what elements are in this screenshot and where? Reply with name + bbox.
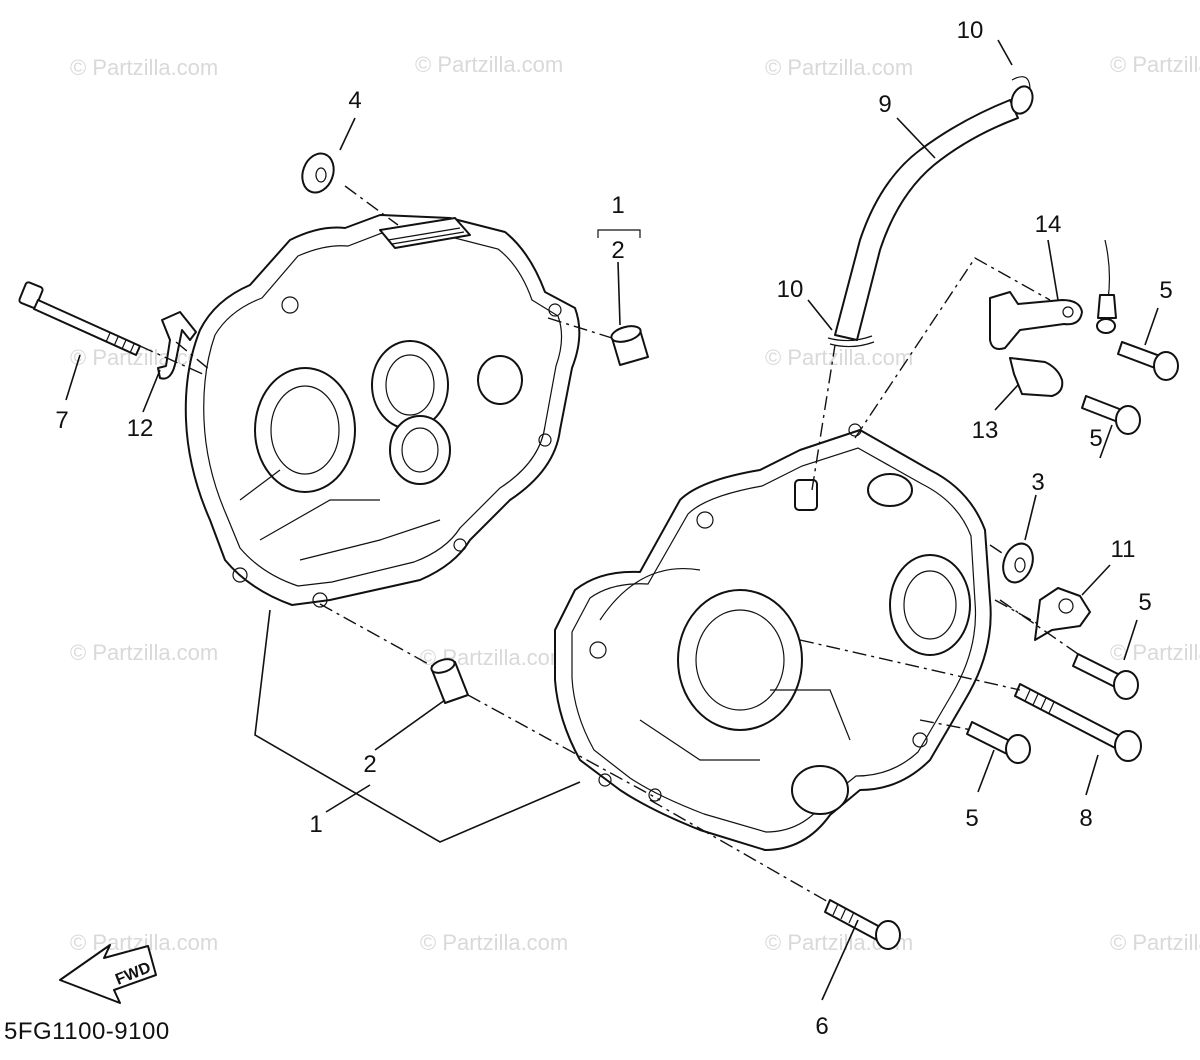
callout-13: 13 — [972, 417, 999, 444]
watermark: © Partzilla.com — [765, 55, 913, 80]
bolt-7 — [18, 281, 141, 356]
callout-labels: 4 1 2 10 9 10 14 5 13 5 3 11 5 5 8 6 7 1… — [55, 17, 1172, 1040]
callout-5-b: 5 — [1089, 425, 1102, 452]
callout-10-upper: 10 — [957, 17, 984, 44]
diagram-code: 5FG1100-9100 — [4, 1018, 170, 1045]
callout-2-lower: 2 — [363, 751, 376, 778]
watermark: © Partzilla.com — [420, 930, 568, 955]
callout-7: 7 — [55, 407, 68, 434]
watermark: © Partzilla.com — [70, 55, 218, 80]
watermark: © Partzilla.com — [765, 345, 913, 370]
callout-3: 3 — [1031, 469, 1044, 496]
callout-8: 8 — [1079, 805, 1092, 832]
crankcase-left-half — [184, 214, 581, 608]
clamp-12 — [157, 311, 197, 380]
clamp-13 — [1009, 357, 1064, 397]
dowel-pin-upper — [610, 325, 649, 366]
callout-12: 12 — [127, 415, 154, 442]
watermark: © Partzilla.com — [1110, 640, 1200, 665]
wire-terminal — [1096, 239, 1117, 334]
bolt-5-d — [966, 721, 1031, 764]
callout-2-upper: 2 — [611, 237, 624, 264]
callout-5-d: 5 — [965, 805, 978, 832]
bracket-14-hole — [1062, 306, 1074, 318]
watermark: © Partzilla.com — [1110, 52, 1200, 77]
callout-1-lower: 1 — [309, 811, 322, 838]
callout-5-c: 5 — [1138, 589, 1151, 616]
crankcase-right-half — [554, 423, 992, 851]
washer-3 — [1002, 542, 1034, 584]
callout-10-lower: 10 — [777, 276, 804, 303]
washer-4 — [301, 152, 335, 194]
callout-5-a: 5 — [1159, 277, 1172, 304]
dowel-pin-lower — [430, 658, 469, 704]
bolt-6 — [824, 899, 901, 950]
plate-11 — [1034, 587, 1091, 641]
callout-6: 6 — [815, 1013, 828, 1040]
leader-lines — [65, 39, 1159, 1001]
watermark-layer: © Partzilla.com © Partzilla.com © Partzi… — [70, 52, 1200, 955]
callout-4: 4 — [348, 87, 361, 114]
bolt-5-b — [1081, 395, 1141, 435]
callout-11: 11 — [1111, 536, 1136, 563]
alignment-lines — [139, 185, 1079, 904]
callout-1-upper: 1 — [611, 192, 624, 219]
bolt-8 — [1014, 683, 1142, 762]
watermark: © Partzilla.com — [415, 52, 563, 77]
bolt-5-a — [1117, 341, 1179, 381]
callout-14: 14 — [1035, 211, 1062, 238]
callout-9: 9 — [878, 91, 891, 118]
watermark: © Partzilla.com — [70, 640, 218, 665]
bracket-14 — [989, 291, 1083, 350]
bolt-5-c — [1072, 653, 1139, 700]
watermark: © Partzilla.com — [1110, 930, 1200, 955]
